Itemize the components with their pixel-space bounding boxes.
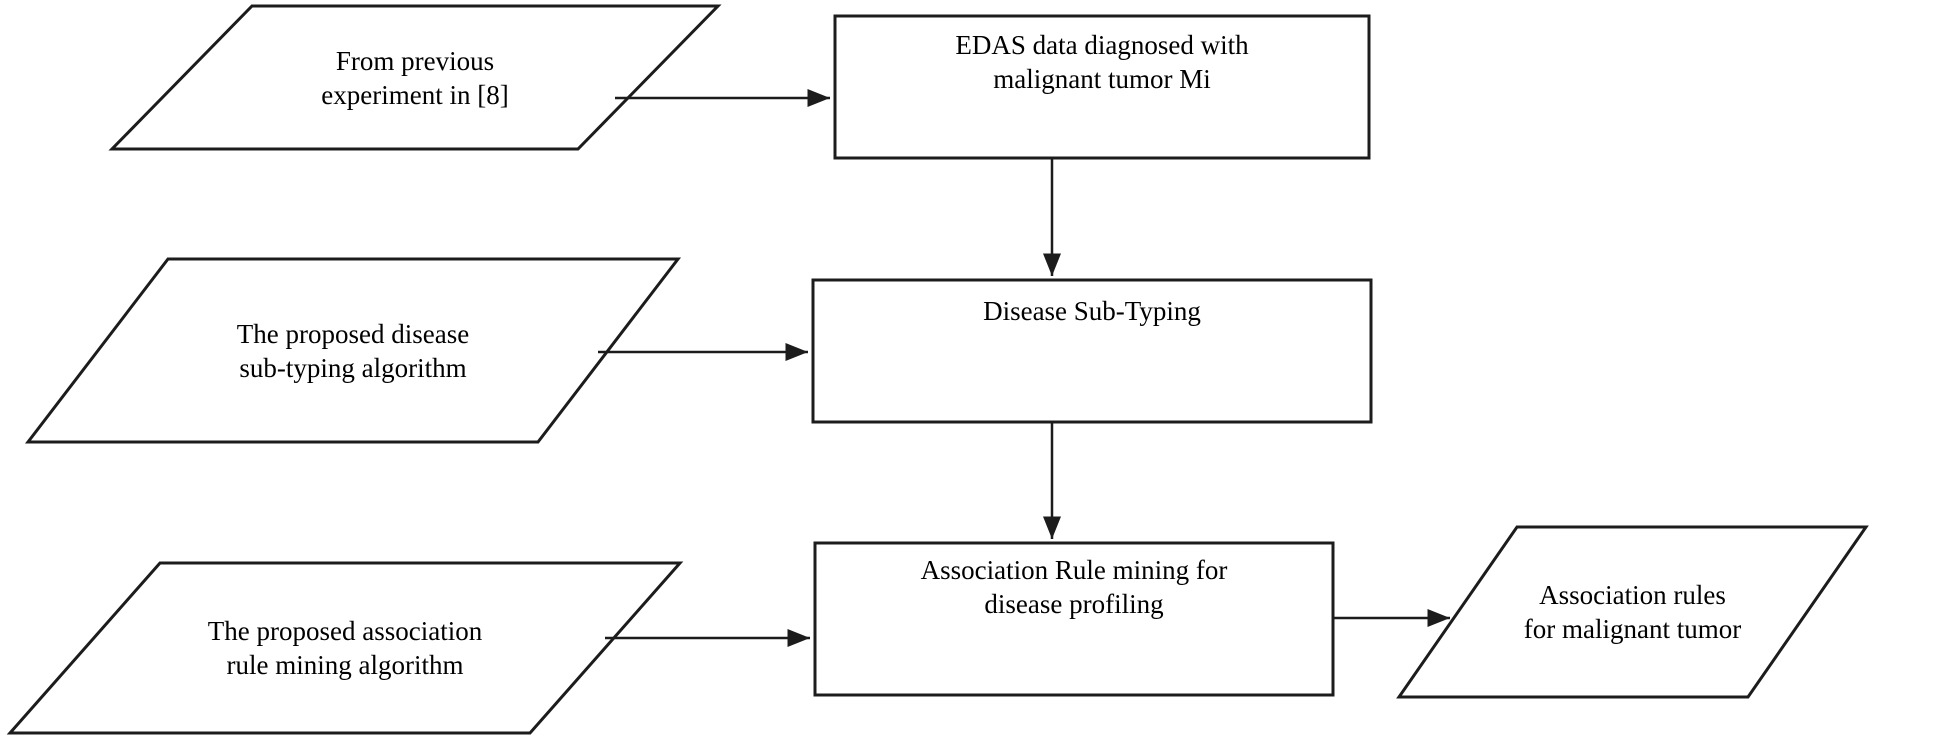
- process-box-disease-subtyping: [811, 278, 1373, 424]
- input-parallelogram-rule-mining-algorithm: [6, 561, 684, 735]
- shape-layer: [6, 4, 1869, 735]
- input-parallelogram-prev-experiment: [108, 4, 722, 151]
- process-box-association-rule-mining: [813, 541, 1335, 697]
- input-parallelogram-subtyping-algorithm: [24, 257, 682, 444]
- arrow-layer: [598, 89, 1450, 647]
- output-parallelogram-association-rules: [1396, 525, 1869, 699]
- process-box-edas: [833, 14, 1371, 160]
